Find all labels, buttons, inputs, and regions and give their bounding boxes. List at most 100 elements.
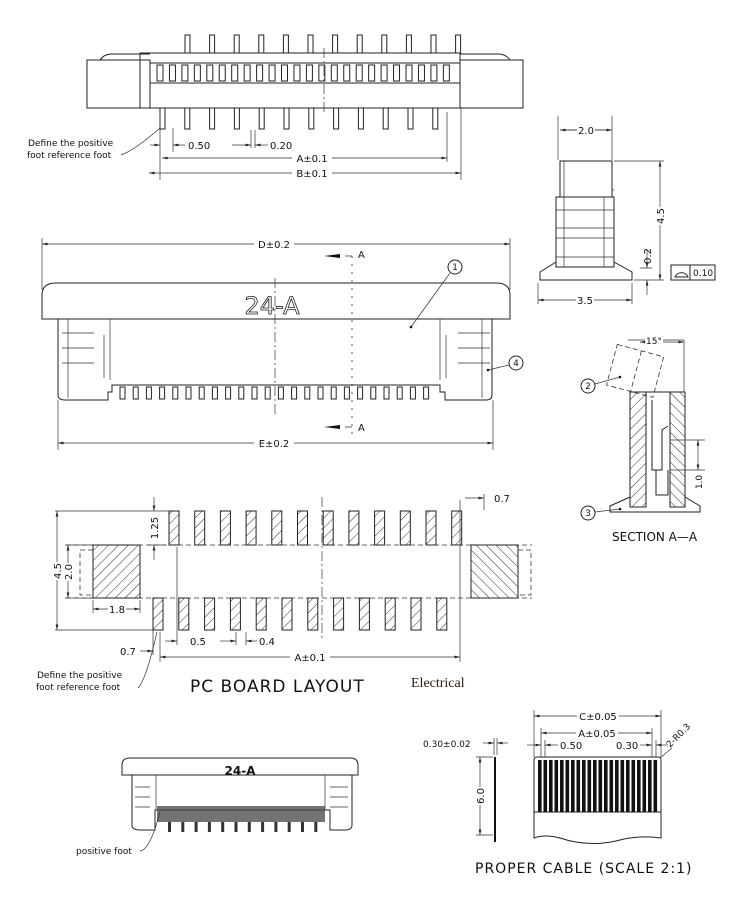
pcb-pad-bottom	[358, 597, 370, 631]
pad-length-label: 1.25	[150, 517, 161, 539]
front-pin	[383, 386, 390, 400]
cable-conductor	[648, 760, 652, 812]
contact	[206, 64, 214, 82]
iso-pin	[274, 822, 278, 832]
offset-right-label: 0.7	[494, 494, 510, 505]
pcb-pad-bottom	[436, 597, 448, 631]
flatness-label: 0.10	[693, 269, 713, 279]
dim-b-label: B±0.1	[296, 169, 327, 180]
front-pin	[304, 386, 311, 400]
front-pin	[396, 386, 403, 400]
bottom-pin	[233, 107, 240, 130]
cable-conductor	[560, 760, 564, 812]
pcb-pad-bottom	[255, 597, 267, 631]
pcb-overall-label: 4.5	[53, 563, 64, 579]
contact	[343, 64, 351, 82]
front-view: D±0.2 24-A A A E±0.2 1 4	[41, 238, 524, 450]
cable-conductor	[620, 760, 625, 812]
callout-1-label: 1	[452, 263, 458, 273]
top-pin	[184, 34, 191, 54]
front-pin	[370, 386, 377, 400]
contact	[218, 64, 226, 82]
pcb-pad-top	[271, 510, 283, 546]
pcb-pad-bottom	[384, 597, 396, 631]
bottom-pin	[184, 107, 191, 130]
pcb-span-label: 2.0	[64, 564, 75, 580]
front-pin	[211, 386, 218, 400]
contact	[156, 64, 164, 82]
right-mount-pad	[470, 544, 519, 599]
section-mark-top: A	[358, 250, 365, 261]
cable-conductor	[653, 760, 658, 812]
top-pin	[430, 34, 437, 54]
thickness-label: 0.30±0.02	[423, 740, 471, 750]
actuator-cap	[41, 282, 511, 320]
cable-conductor	[598, 760, 603, 812]
dim-e-label: E±0.2	[259, 439, 290, 450]
top-pin	[381, 34, 388, 54]
cable-conductor	[637, 760, 641, 812]
top-pin	[233, 34, 240, 54]
contact	[231, 64, 239, 82]
cable-dim-a-label: A±0.05	[578, 729, 616, 740]
cable-conductor	[626, 760, 630, 812]
bottom-pin	[357, 107, 364, 130]
callout-4-label: 4	[513, 359, 519, 369]
proper-cable: 6.0 0.30±0.02 C±0.05 A±0.05 0.50 0.30 2-…	[423, 710, 693, 877]
front-pin	[330, 386, 337, 400]
cable-edge	[494, 757, 496, 842]
tab-width-label: 1.8	[109, 605, 125, 616]
callout-4	[508, 355, 524, 371]
bottom-pin	[209, 107, 216, 130]
cable-conductor	[593, 760, 597, 812]
pcb-pad-top	[297, 510, 308, 546]
right-latch	[459, 53, 524, 109]
pcb-ref-note-line2: foot reference foot	[36, 683, 121, 693]
top-pin	[356, 34, 363, 54]
contact	[405, 64, 413, 82]
pcb-pad-bottom	[307, 597, 319, 631]
cable-conductor	[549, 760, 553, 812]
contact	[281, 64, 288, 82]
pcb-ref-note-line1: Define the positive	[37, 671, 123, 681]
iso-pin	[261, 822, 265, 832]
top-pin	[307, 34, 314, 54]
callout-3	[580, 505, 596, 521]
contact	[430, 64, 438, 82]
iso-pin	[207, 822, 211, 832]
cable-conductor	[604, 760, 608, 812]
pcb-pad-top	[374, 510, 386, 546]
cable-conductor	[587, 760, 592, 812]
iso-view: 24-A positive foot	[76, 757, 359, 857]
pcb-pad-top	[322, 510, 334, 546]
cable-conductor	[631, 760, 636, 812]
dim-a-label: A±0.1	[296, 154, 327, 165]
bottom-pin	[159, 107, 166, 130]
side-view: 2.0 4.5 0.2 0.10 3.5	[537, 116, 716, 307]
pcb-pitch-label: 0.5	[190, 637, 206, 648]
bottom-pin	[283, 107, 290, 130]
contact	[442, 64, 450, 82]
contact	[293, 64, 301, 82]
pcb-pad-bottom	[152, 597, 164, 631]
pcb-pad-top	[348, 510, 360, 546]
contact	[168, 64, 176, 82]
pcb-pad-bottom	[178, 597, 190, 631]
iso-pin	[221, 822, 225, 832]
cable-title: PROPER CABLE (SCALE 2:1)	[475, 861, 693, 877]
section-a-a: 15° 1.0 2 3 SECTION A—A	[580, 335, 705, 544]
contact	[393, 64, 401, 82]
front-pin	[159, 386, 166, 400]
contact	[318, 64, 326, 82]
top-pin	[209, 34, 216, 54]
section-title: SECTION A—A	[612, 530, 698, 544]
cable-conductor	[642, 760, 647, 812]
pitch-label: 0.50	[188, 141, 210, 152]
iso-pin	[314, 822, 318, 832]
iso-pin	[168, 822, 171, 832]
bottom-pin	[258, 107, 265, 130]
contact	[380, 64, 388, 82]
bottom-pin	[432, 107, 439, 130]
pcb-pad-bottom	[410, 597, 422, 631]
